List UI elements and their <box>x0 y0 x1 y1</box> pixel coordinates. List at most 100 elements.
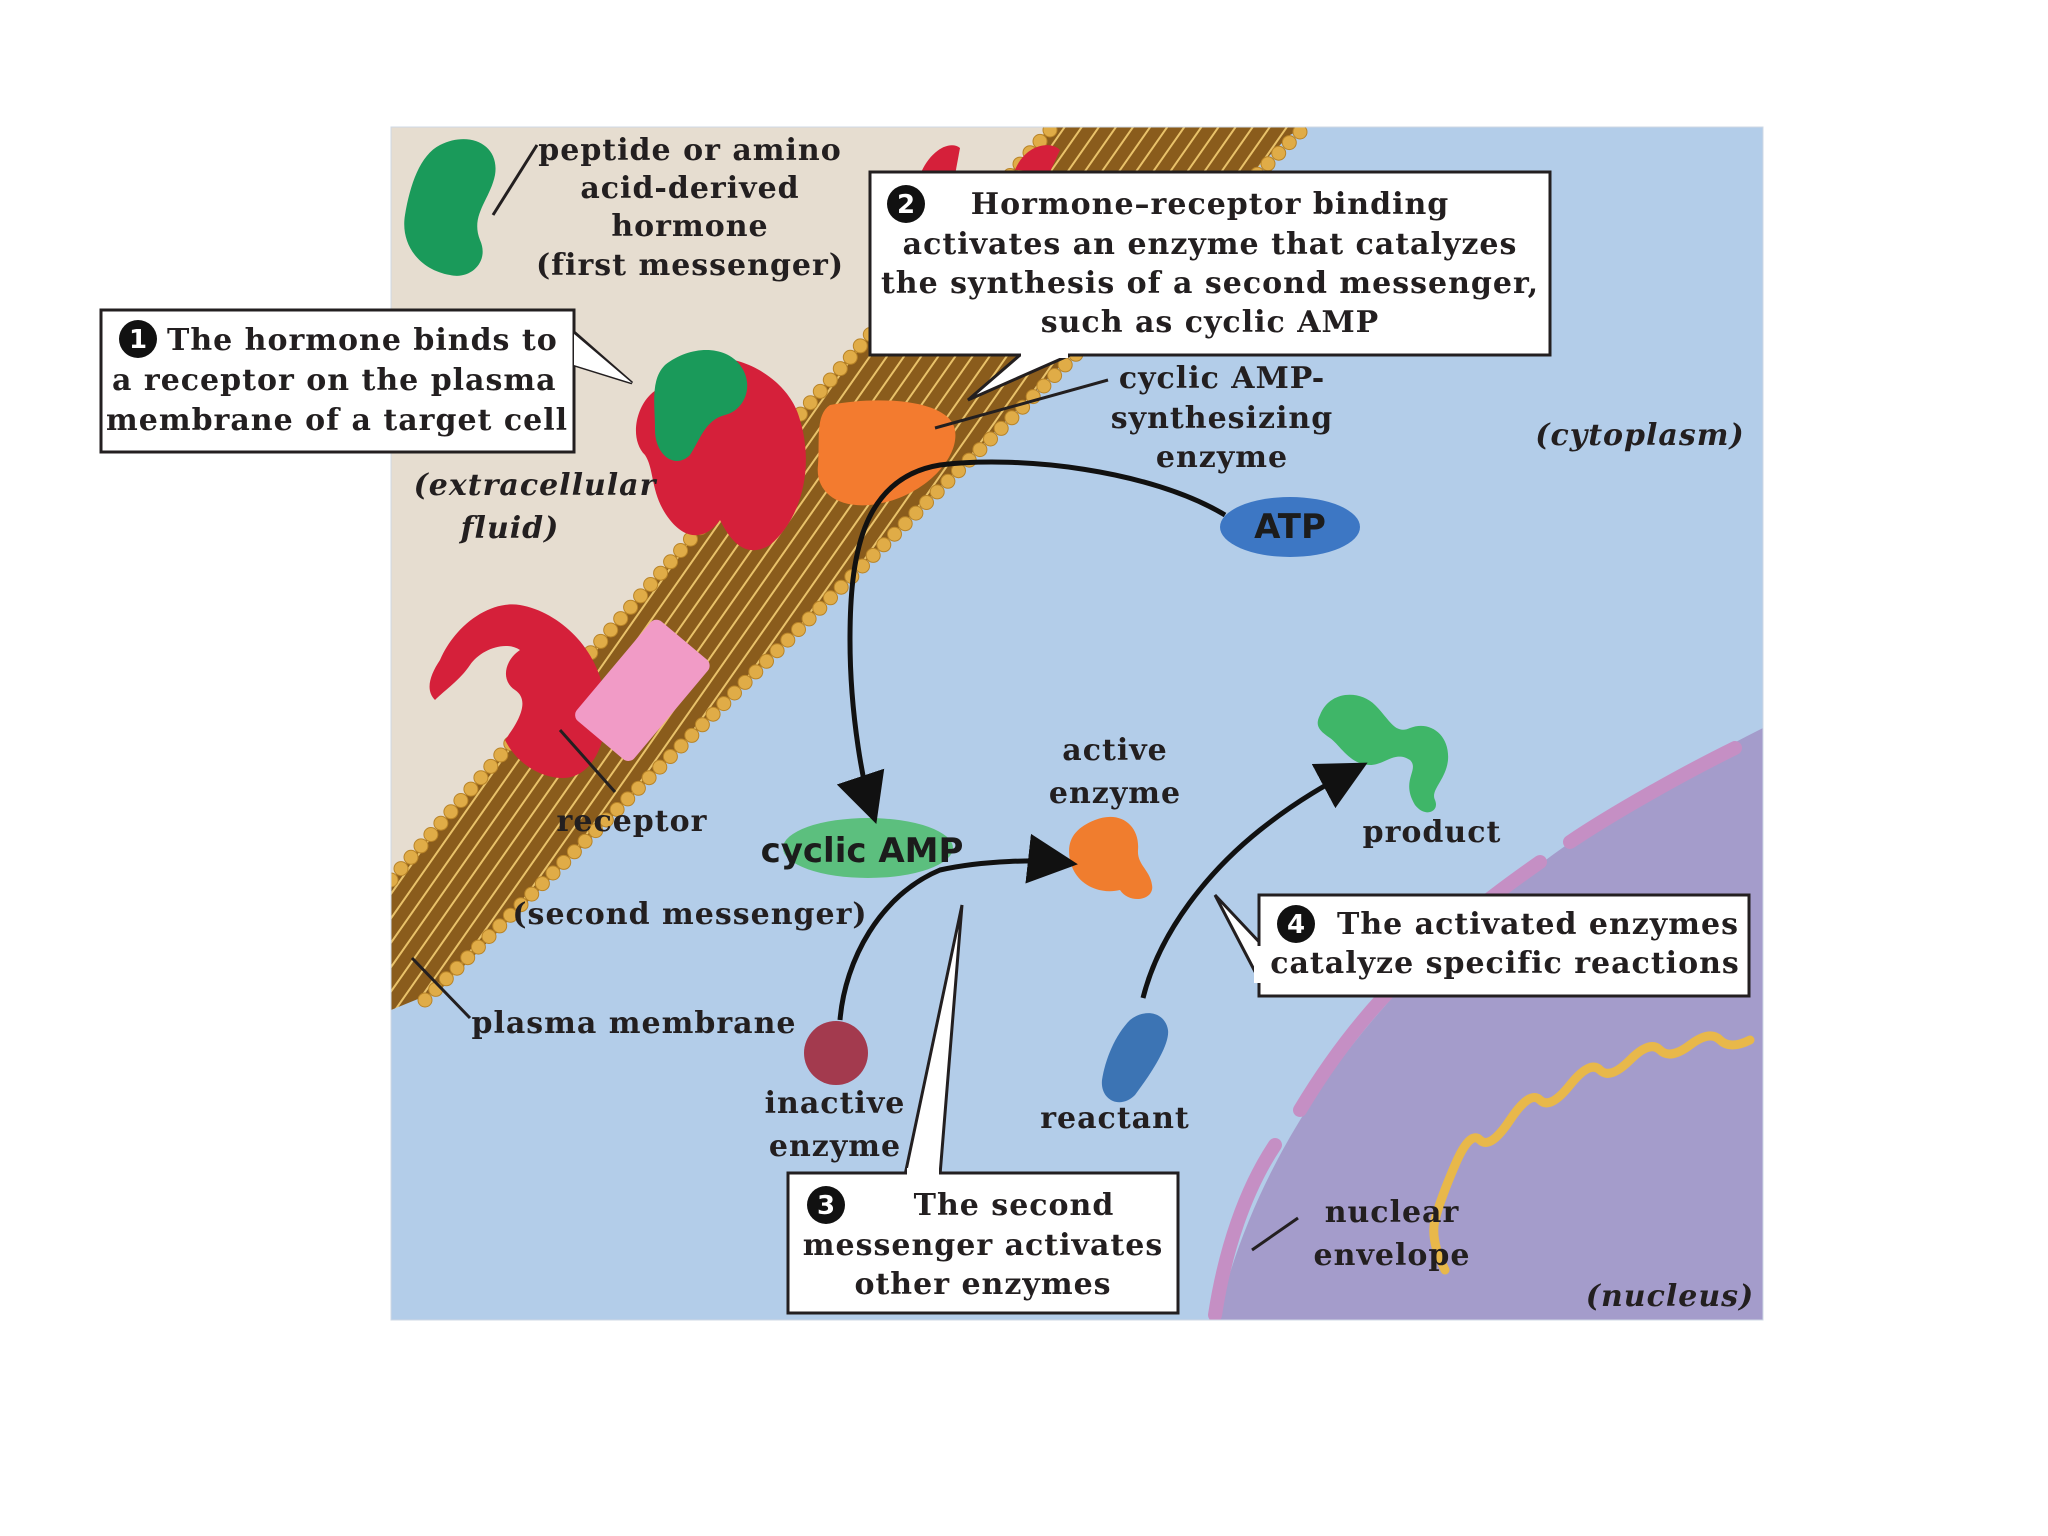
phospholipid-head <box>737 674 753 690</box>
step-2-line-2: activates an enzyme that catalyzes <box>903 227 1518 262</box>
phospholipid-head <box>673 738 689 754</box>
step-4-number-badge <box>1277 905 1315 943</box>
active-enzyme <box>1069 816 1153 900</box>
step-4-line-1: The activated enzymes <box>1337 907 1739 942</box>
phospholipid-head <box>417 992 433 1008</box>
phospholipid-head <box>641 770 657 786</box>
phospholipid-head <box>748 664 764 680</box>
inactive-enzyme <box>804 1021 868 1085</box>
atp-molecule <box>1220 497 1360 557</box>
extracellular-label: (extracellular fluid) <box>414 468 658 546</box>
phospholipid-head <box>662 749 678 764</box>
step-4-line-2: catalyze specific reactions <box>1270 946 1740 981</box>
phospholipid-head <box>633 588 649 604</box>
phospholipid-head <box>1281 135 1297 151</box>
phospholipid-head <box>460 950 476 966</box>
hormone-label-line-3: hormone <box>611 209 768 244</box>
leader-nuclear-envelope <box>1251 1216 1299 1252</box>
phospholipid-head <box>791 622 806 637</box>
step-2-number: 2 <box>897 190 915 220</box>
phospholipid-head <box>403 849 419 865</box>
leader-synth-enzyme <box>934 378 1109 430</box>
step-1-line-2: a receptor on the plasma <box>112 363 557 398</box>
synth-enzyme-line-2: synthesizing <box>1111 401 1333 436</box>
phospholipid-head <box>653 565 669 581</box>
phospholipid-head <box>449 960 465 976</box>
phospholipid-head <box>780 632 796 648</box>
phospholipid-head <box>833 579 849 595</box>
phospholipid-head <box>492 918 508 934</box>
phospholipid-head <box>983 431 998 447</box>
active-enzyme-line-1: active <box>1062 733 1167 768</box>
extracellular-line-2: fluid) <box>459 511 560 546</box>
receptor-unbound <box>429 604 606 779</box>
phospholipid-head <box>801 611 817 627</box>
step-3-number: 3 <box>817 1191 835 1221</box>
synthesizing-enzyme-label: cyclic AMP- synthesizing enzyme <box>1111 361 1333 475</box>
step-1-number-badge <box>119 320 157 358</box>
phospholipid-head <box>593 633 609 649</box>
inactive-enzyme-line-2: enzyme <box>769 1129 901 1164</box>
nuclear-envelope-line-2: envelope <box>1314 1238 1471 1273</box>
phospholipid-head <box>613 611 629 627</box>
phospholipid-head <box>887 526 902 542</box>
hormone-bound <box>654 350 748 461</box>
phospholipid-head <box>623 599 639 615</box>
phospholipid-head <box>832 361 848 377</box>
phospholipid-head <box>993 420 1009 436</box>
phospholipid-head <box>393 861 409 877</box>
nucleus-region <box>1217 728 1763 1320</box>
active-enzyme-label: active enzyme <box>1049 733 1181 811</box>
phospholipid-head <box>493 747 509 763</box>
atp-label: ATP <box>1254 507 1326 547</box>
step-3-line-1: The second <box>914 1188 1115 1223</box>
phospholipid-head <box>919 495 934 510</box>
step-2-line-4: such as cyclic AMP <box>1041 305 1380 340</box>
cyclic-amp-molecule <box>783 818 953 878</box>
phospholipid-head <box>556 854 572 870</box>
step-2-line-3: the synthesis of a second messenger, <box>881 266 1539 301</box>
product-label: product <box>1363 815 1502 850</box>
receptor-label: receptor <box>557 804 708 839</box>
step-1-line-1: The hormone binds to <box>167 323 558 358</box>
hormone-label-line-1: peptide or amino <box>538 133 841 168</box>
phospholipid-head <box>534 876 550 892</box>
phospholipid-head <box>502 907 518 923</box>
phospholipid-head <box>694 717 710 733</box>
step-1-callout: 1 The hormone binds to a receptor on the… <box>99 308 633 454</box>
phospholipid-head <box>663 554 679 570</box>
phospholipid-head <box>1004 410 1020 426</box>
plasma-membrane-label: plasma membrane <box>471 1006 796 1041</box>
phospholipid-head <box>577 833 593 849</box>
nuclear-envelope-line-1: nuclear <box>1325 1195 1460 1230</box>
arrow-reactant-to-product <box>1140 762 1368 999</box>
phospholipid-head <box>716 696 732 712</box>
phospholipid-head <box>566 844 582 860</box>
phospholipid-head <box>727 685 742 701</box>
phospholipid-head <box>620 791 636 807</box>
step-3-line-2: messenger activates <box>803 1228 1163 1263</box>
synth-enzyme-line-1: cyclic AMP- <box>1119 361 1325 396</box>
phospholipid-head <box>453 793 469 808</box>
leader-receptor <box>558 729 617 793</box>
phospholipid-head <box>438 971 454 987</box>
active-enzyme-line-2: enzyme <box>1049 776 1181 811</box>
phospholipid-head <box>391 872 399 888</box>
phospholipid-head <box>876 537 892 553</box>
phospholipid-head <box>598 812 614 828</box>
extracellular-line-1: (extracellular <box>414 468 658 503</box>
pink-membrane-protein <box>575 619 710 761</box>
leader-hormone <box>491 144 539 216</box>
hormone-molecule <box>404 139 496 276</box>
phospholipid-head <box>463 781 479 797</box>
cyclic-amp-synthesizing-enzyme <box>817 400 956 506</box>
phospholipid-head <box>652 759 668 775</box>
leader-plasma-membrane <box>410 956 472 1020</box>
inactive-enzyme-label: inactive enzyme <box>765 1086 905 1164</box>
step-4-number: 4 <box>1287 910 1305 940</box>
phospholipid-head <box>481 929 497 944</box>
phospholipid-head <box>473 770 489 786</box>
hormone-label-line-2: acid-derived <box>580 171 799 206</box>
step-4-callout: 4 The activated enzymes catalyze specifi… <box>1213 893 1751 998</box>
